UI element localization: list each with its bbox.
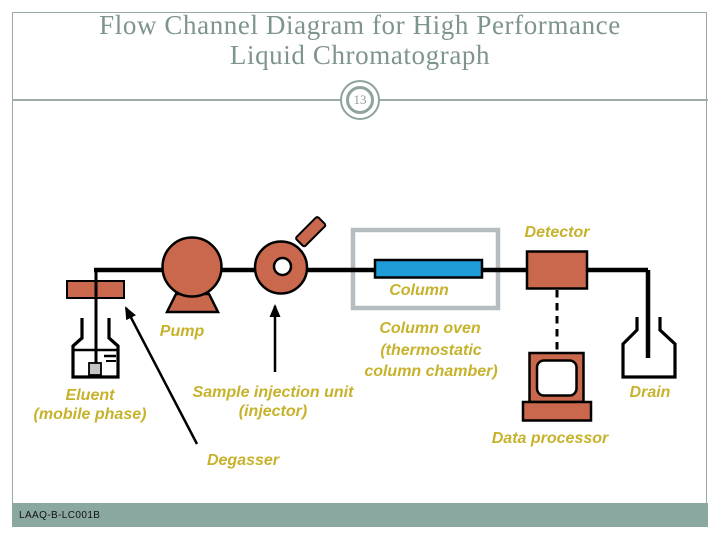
column-shape (373, 258, 484, 279)
degasser-label: Degasser (207, 452, 280, 469)
drain-label: Drain (630, 384, 671, 401)
footer-bar: LAAQ-B-LC001B (12, 503, 708, 527)
slide-title: Flow Channel Diagram for High Performanc… (12, 10, 708, 70)
degasser-pointer-arrow (124, 306, 199, 445)
data-processor-label: Data processor (492, 430, 609, 447)
data-processor-base (521, 400, 593, 422)
data-processor-screen (535, 359, 578, 397)
injector-port (272, 256, 293, 277)
eluent-bottle (71, 318, 120, 379)
column-label: Column (389, 282, 449, 299)
pump-label: Pump (160, 323, 205, 340)
column-oven-label-line3: column chamber) (364, 363, 497, 380)
eluent-label-line1: Eluent (66, 387, 116, 404)
detector-label: Detector (525, 224, 591, 241)
slide-title-line1: Flow Channel Diagram for High Performanc… (99, 10, 621, 40)
pump-shape (161, 236, 223, 298)
injector-handle (295, 216, 327, 248)
drain-bottle (621, 317, 677, 379)
sample-injection-label-line2: (injector) (239, 403, 307, 420)
footer-document-code: LAAQ-B-LC001B (19, 509, 101, 521)
slide-title-line2: Liquid Chromatograph (229, 40, 491, 70)
page-number-badge: 13 (340, 80, 380, 120)
column-oven-label-line1: Column oven (379, 320, 481, 337)
page-number: 13 (346, 86, 374, 114)
column-oven-label-line2: (thermostatic (380, 342, 481, 359)
detector-shape (525, 250, 589, 290)
sample-injection-label-line1: Sample injection unit (193, 384, 355, 401)
eluent-label-line2: (mobile phase) (34, 406, 147, 423)
suction-filter (88, 362, 102, 376)
